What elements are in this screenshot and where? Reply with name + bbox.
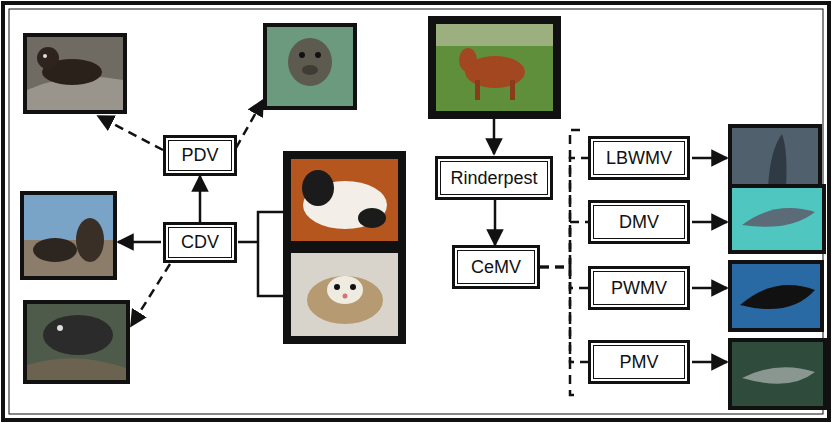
virus-box: Rinderpest: [435, 156, 553, 200]
arrow: [118, 241, 161, 244]
dashed-arrow: [236, 100, 263, 148]
arrow: [692, 361, 727, 364]
arrow: [692, 221, 727, 224]
whale-photo: [730, 262, 822, 330]
connector: [540, 267, 588, 362]
virus-name: LBWMV: [606, 148, 672, 169]
virus-name: PWMV: [611, 278, 667, 299]
connector: [199, 176, 202, 222]
dashed-arrow: [131, 264, 170, 326]
ferret-photo: [287, 249, 402, 340]
dog-photo: [287, 155, 402, 245]
arrow: [493, 119, 496, 154]
dashed-arrow: [98, 116, 163, 150]
virus-box: PDV: [163, 135, 237, 176]
porpoise-photo: [730, 340, 825, 408]
connector: [540, 267, 588, 288]
inner-frame: [9, 9, 823, 414]
seal-photo: [265, 25, 355, 108]
virus-name: DMV: [619, 212, 659, 233]
virus-name: PMV: [619, 352, 658, 373]
bracket: [570, 130, 580, 395]
seal-photo: [25, 302, 128, 382]
virus-box: PWMV: [588, 266, 690, 310]
connector: [540, 222, 588, 267]
dolphin-photo: [730, 126, 820, 192]
virus-name: CDV: [181, 232, 219, 253]
arrow: [692, 287, 727, 290]
outer-frame: [3, 3, 829, 420]
virus-box: LBWMV: [588, 136, 690, 180]
virus-name: PDV: [181, 145, 218, 166]
virus-name: Rinderpest: [450, 168, 537, 189]
virus-box: PMV: [588, 340, 690, 384]
arrow: [692, 157, 727, 160]
dolphin-photo: [730, 186, 824, 252]
virus-box: CeMV: [452, 245, 540, 289]
cow-photo: [432, 20, 557, 115]
source-line: [238, 212, 283, 296]
virus-box: CDV: [163, 222, 237, 263]
virus-box: DMV: [588, 200, 690, 244]
virus-name: CeMV: [471, 257, 521, 278]
sea-lion-photo: [22, 193, 115, 278]
connector: [494, 200, 497, 245]
mink-photo: [25, 35, 125, 112]
